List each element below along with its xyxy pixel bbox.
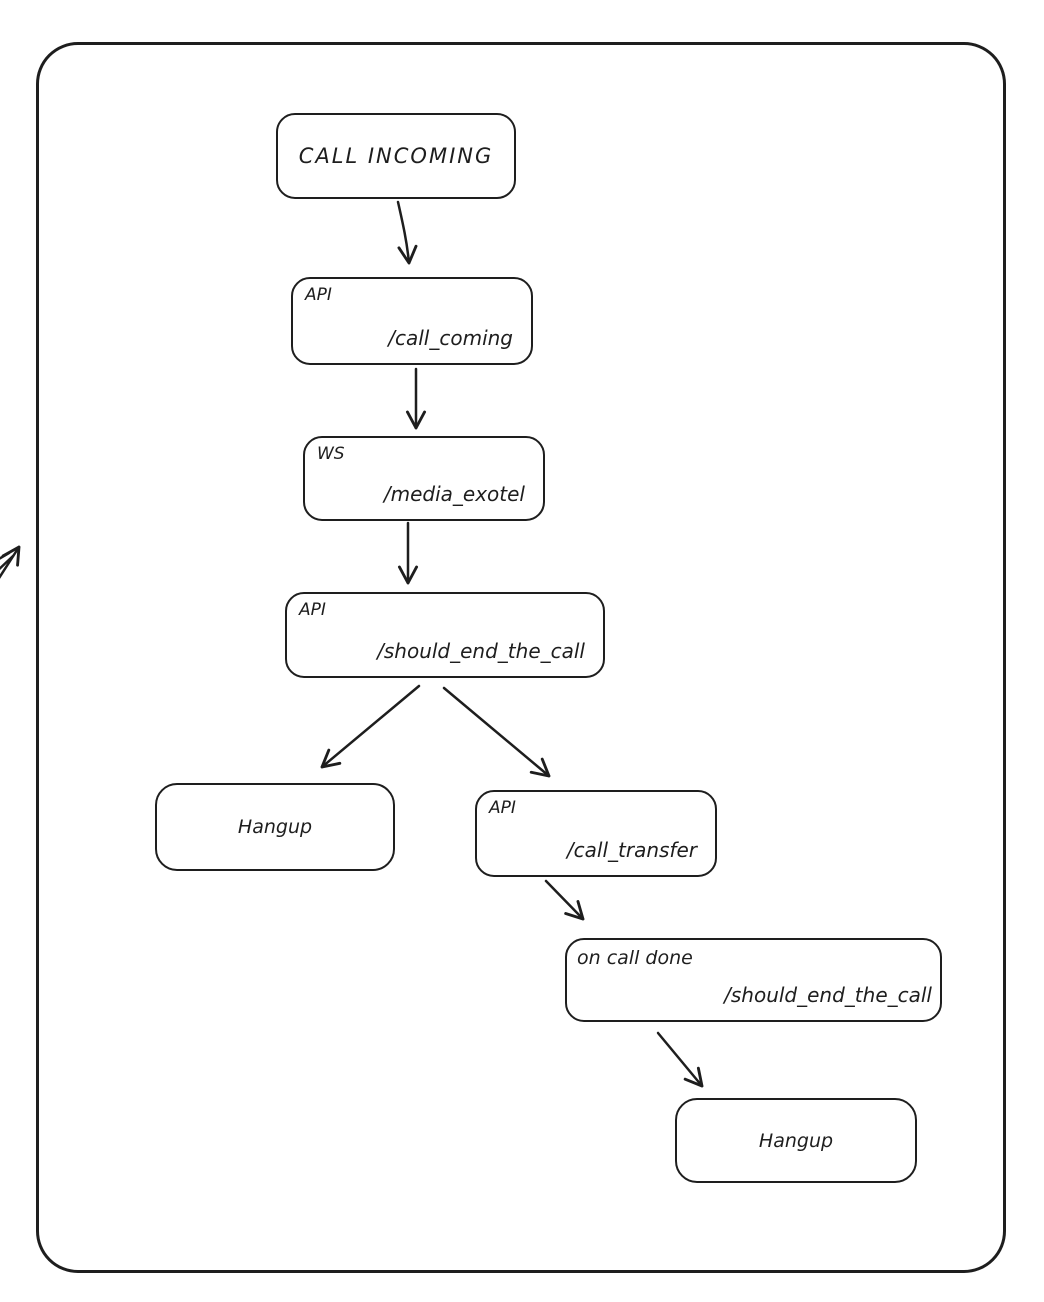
edge-external-left-into-frame xyxy=(0,545,21,579)
edge-external-left-overdraw-2 xyxy=(0,551,11,560)
node-hangup-left: Hangup xyxy=(155,783,395,871)
node-ws-media-exotel-label: WS xyxy=(317,444,345,464)
node-api-call-coming: API /call_coming xyxy=(291,277,533,365)
node-api-call-transfer-value: /call_transfer xyxy=(566,838,697,862)
node-call-incoming-title: CALL INCOMING xyxy=(298,144,494,168)
node-api-call-coming-label: API xyxy=(305,285,332,305)
node-hangup-right-title: Hangup xyxy=(758,1129,834,1152)
node-api-call-transfer-label: API xyxy=(489,798,516,818)
node-api-call-transfer: API /call_transfer xyxy=(475,790,717,877)
node-call-incoming: CALL INCOMING xyxy=(276,113,516,199)
node-api-call-coming-value: /call_coming xyxy=(388,326,513,350)
node-api-should-end-the-call: API /should_end_the_call xyxy=(285,592,605,678)
node-on-call-done-label: on call done xyxy=(577,947,693,969)
node-api-should-end-the-call-label: API xyxy=(299,600,326,620)
node-ws-media-exotel: WS /media_exotel xyxy=(303,436,545,521)
node-on-call-done-value: /should_end_the_call xyxy=(724,983,932,1007)
node-ws-media-exotel-value: /media_exotel xyxy=(383,482,525,506)
node-hangup-left-title: Hangup xyxy=(237,816,313,838)
node-hangup-right: Hangup xyxy=(675,1098,917,1183)
node-api-should-end-the-call-value: /should_end_the_call xyxy=(377,639,585,663)
edge-external-left-overdraw-1 xyxy=(0,554,15,571)
node-on-call-done: on call done /should_end_the_call xyxy=(565,938,942,1022)
flow-frame xyxy=(36,42,1006,1273)
